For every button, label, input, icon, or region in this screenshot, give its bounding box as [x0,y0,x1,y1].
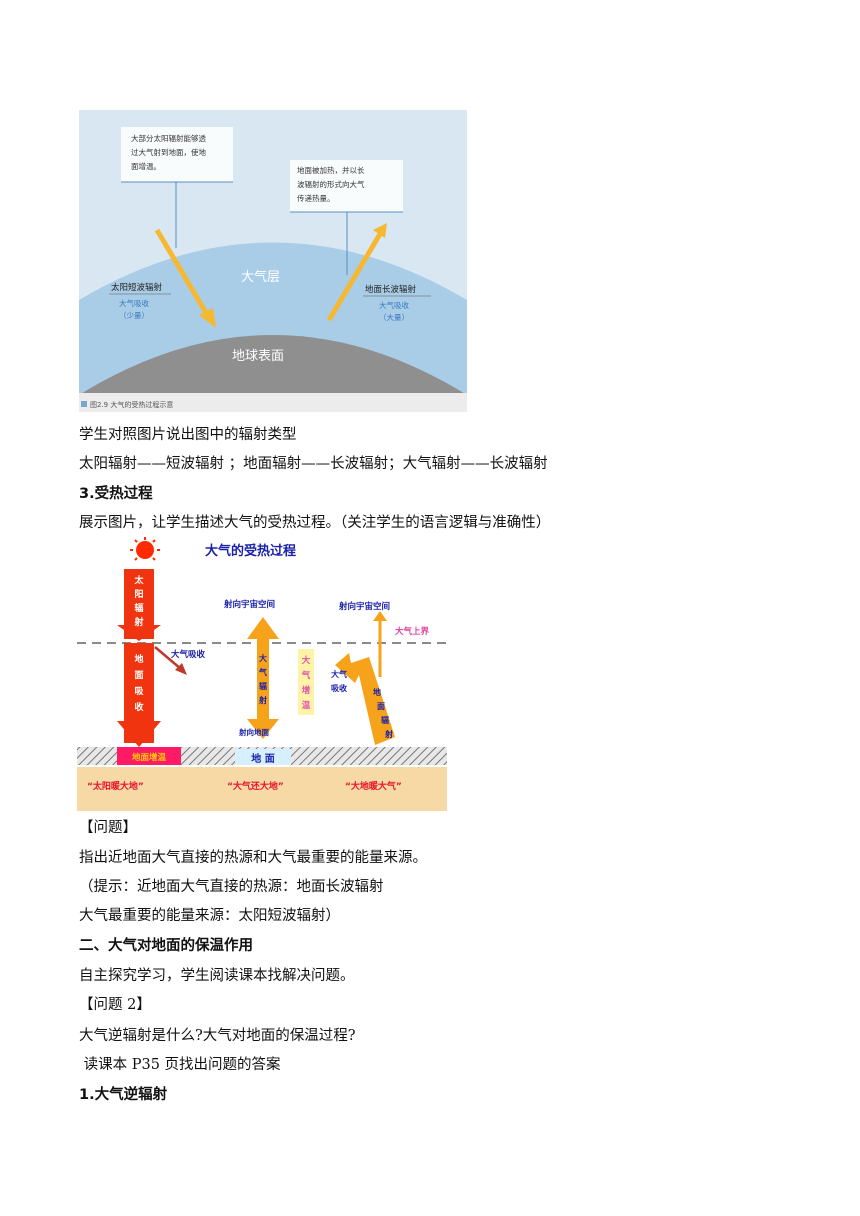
long-wave-arrow [326,232,383,322]
to-space-label-1: 射向宇宙空间 [223,599,275,610]
fig2-title: 大气的受热过程 [205,543,296,559]
sun-arrow-char: 辐 [134,602,143,614]
to-space-label-2: 射向宇宙空间 [338,601,390,612]
right-amount-label: （大量） [379,312,409,322]
ground-label: 地 面 [251,752,274,765]
hint-1: （提示：近地面大气直接的热源：地面长波辐射 [79,879,384,895]
read-instruction: 读课本 P35 页找出问题的答案 [79,1057,281,1073]
warming-char: 温 [302,700,311,711]
atm-radiation-arrow [247,617,279,739]
figure-atmosphere-heating-diagram: 大部分太阳辐射能够透 过大气射到地面，使地 面增温。 地面被加热，并以长 波辐射… [79,110,467,412]
sun-arrow-char: 射 [133,616,143,628]
ground-radiation-arrow [335,653,395,745]
note-left-line1: 大部分太阳辐射能够透 [131,133,206,143]
atm-rad-char: 射 [258,695,267,705]
heading-3: 3.受热过程 [79,486,153,502]
sun-arrow-char: 阳 [134,589,143,600]
slogan-3: “大地暖大气” [345,780,402,792]
left-radiation-label: 太阳短波辐射 [111,282,163,293]
figure-heating-process: 大气的受热过程 太 阳 辐 射 地 面 吸 收 大气吸收 射向宇宙空间 大 气 … [77,537,447,811]
ground-absorb-char: 收 [134,701,143,713]
question-2: 大气逆辐射是什么?大气对地面的保温过程? [79,1028,356,1044]
ground-warm-label: 地面增温 [132,752,167,763]
note-left-line3: 面增温。 [131,161,161,171]
atm-rad-char: 辐 [259,681,267,691]
earth-label: 地球表面 [232,349,284,364]
top-boundary-label: 大气上界 [395,626,430,637]
sun-icon [136,541,154,559]
right-radiation-label: 地面长波辐射 [365,284,417,295]
slogan-2: “大气还大地” [227,780,284,792]
earth-surface [79,335,467,412]
note-right-line1: 地面被加热，并以长 [297,165,365,175]
ground-rad-char: 面 [377,702,385,711]
text-line-1: 学生对照图片说出图中的辐射类型 [79,427,297,443]
note-right-line2: 波辐射的形式向大气 [297,179,365,189]
to-ground-label: 射向地面 [238,727,269,737]
atm-absorb2-line: 大气 [331,669,347,679]
left-absorb-label: 大气吸收 [119,298,149,308]
ground-absorb-char: 地 [134,653,143,665]
atmosphere-label: 大气层 [241,269,280,285]
text-line-3: 展示图片，让学生描述大气的受热过程。（关注学生的语言逻辑与准确性） [79,515,551,531]
figure-caption: 图2.9 大气的受热过程示意 [90,400,173,409]
ground-absorb-char: 面 [134,670,143,681]
right-absorb-label: 大气吸收 [379,300,409,310]
question-1: 指出近地面大气直接的热源和大气最重要的能量来源。 [79,850,427,866]
sun-arrow-char: 太 [133,574,144,586]
warming-char: 气 [301,670,311,681]
left-amount-label: （少量） [119,311,149,320]
slogan-1: “太阳暖大地” [87,780,144,792]
atm-absorb-arrow [154,646,182,670]
ground-warm-box [117,747,181,765]
question-2-label: 【问题 2】 [79,997,151,1013]
atm-rad-char: 大 [259,653,267,663]
atm-absorb-label: 大气吸收 [171,649,206,660]
ground-rad-char: 地 [373,687,381,697]
hint-2: 大气最重要的能量来源：太阳短波辐射） [79,908,340,924]
warming-char: 大 [302,655,311,666]
slogan-band [77,767,447,811]
text-line-2: 太阳辐射——短波辐射 ；地面辐射——长波辐射；大气辐射——长波辐射 [79,456,548,472]
ground-absorb-char: 吸 [134,686,144,697]
note-right-line3: 传递热量。 [297,193,335,203]
note-left-line2: 过大气射到地面，使地 [131,147,206,157]
question-label: 【问题】 [79,820,137,836]
heading-last: 1.大气逆辐射 [79,1087,168,1103]
ground-rad-char: 辐 [381,715,389,725]
ground-rad-char: 射 [384,729,393,739]
short-wave-arrow [154,228,212,320]
atm-rad-char: 气 [258,667,267,677]
warming-char: 增 [302,685,311,696]
explore-text: 自主探究学习，学生阅读课本找解决问题。 [79,968,355,984]
section-2-heading: 二、大气对地面的保温作用 [79,938,253,954]
atm-absorb2-line: 吸收 [331,683,347,693]
